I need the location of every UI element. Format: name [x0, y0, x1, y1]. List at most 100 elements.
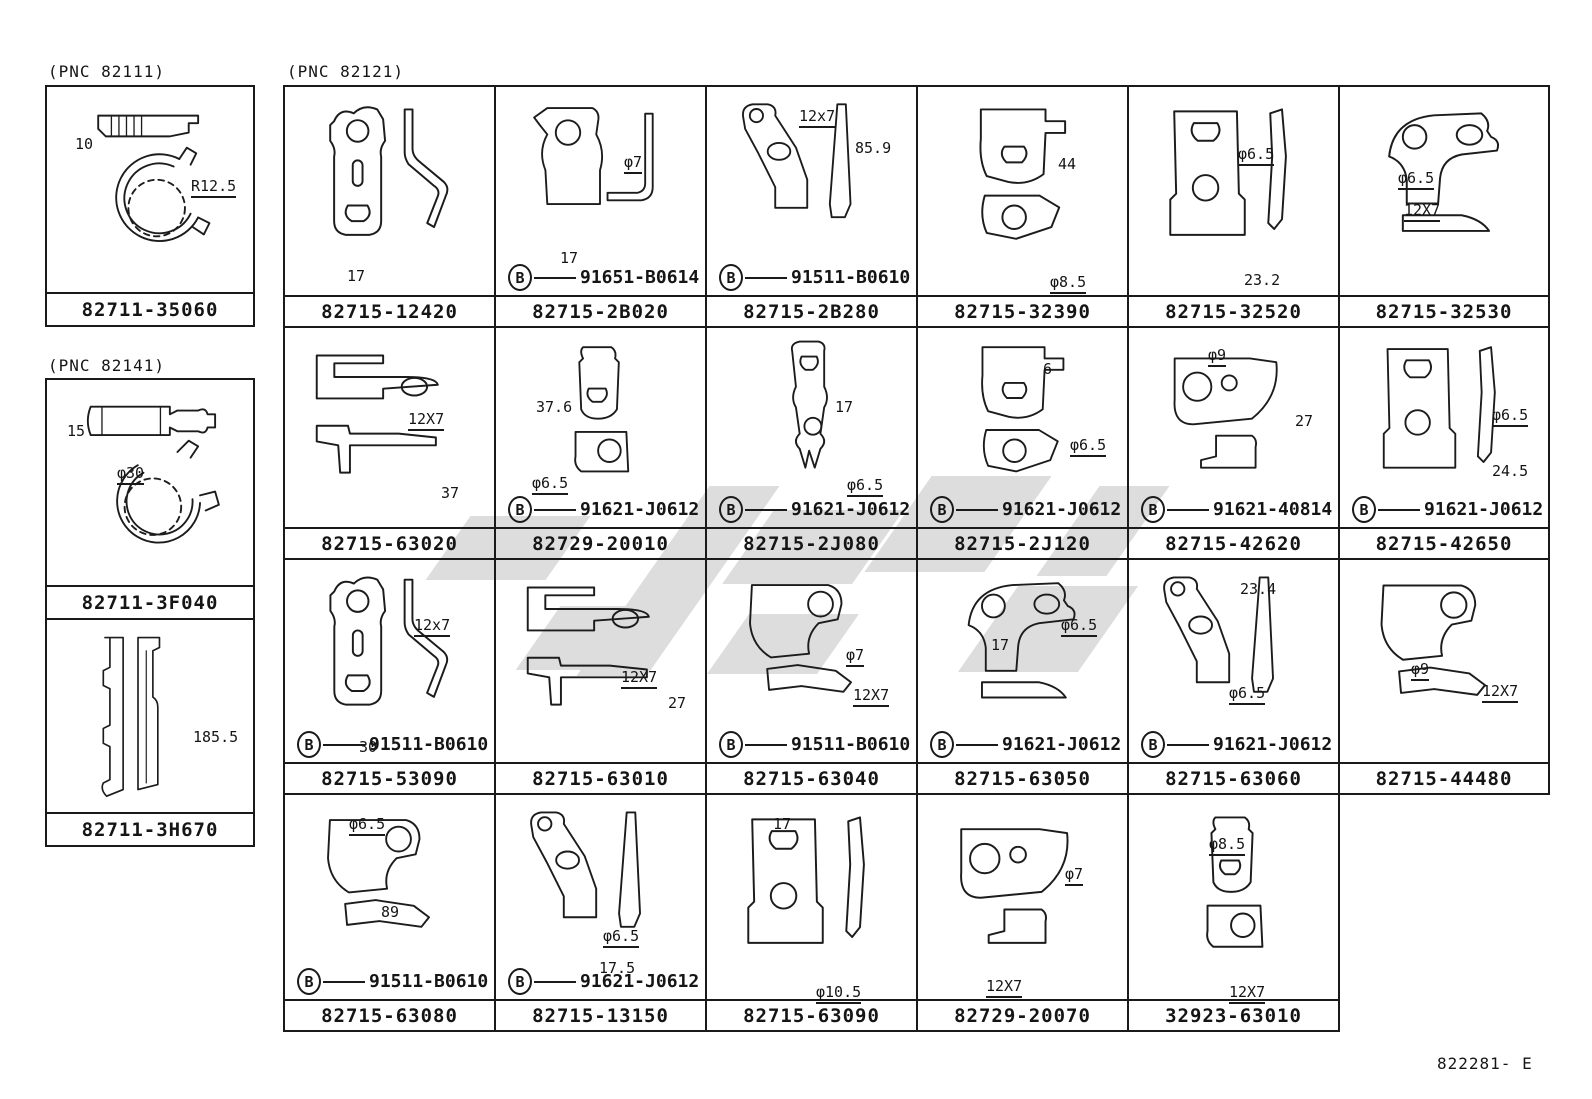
dimension-label: 27: [668, 694, 687, 712]
dimension-label: φ10.5: [816, 983, 862, 1004]
bracket-drawing: [924, 566, 1120, 728]
dimension-label: φ6.5: [1229, 684, 1266, 705]
bracket-drawing: [53, 626, 223, 816]
dimension-label: 17: [835, 398, 854, 416]
dimension-label: φ6.5: [1061, 616, 1098, 637]
b-callout-icon: B: [930, 496, 954, 523]
callout-part-number: 91621-40814: [1213, 499, 1333, 520]
dimension-label: φ6.5: [603, 927, 640, 948]
callout-part-number: 91511-B0610: [369, 734, 489, 755]
bracket-drawing: [1346, 566, 1542, 732]
callout-part-number: 91651-B0614: [580, 267, 700, 288]
b-callout-icon: B: [719, 731, 743, 758]
b-callout-icon: B: [297, 731, 321, 758]
bracket-drawing: [291, 334, 487, 500]
dimension-label: R12.5: [191, 177, 237, 198]
callout-line: [1167, 743, 1209, 746]
dimension-label: 89: [381, 903, 400, 921]
clamp-drawing: [53, 386, 249, 584]
callout-part-number: 91621-J0612: [580, 499, 700, 520]
dimension-label: 17: [991, 636, 1010, 654]
b-callout-icon: B: [508, 968, 532, 995]
dimension-label: 15: [67, 422, 86, 440]
dimension-label: 185.5: [193, 728, 239, 746]
callout: B 91621-J0612: [508, 968, 699, 995]
dimension-label: 6: [1043, 360, 1053, 378]
dimension-label: φ6.5: [1238, 145, 1275, 166]
dimension-label: 12x7: [414, 616, 451, 637]
part-cell-19: φ6.5 17.5 B 91621-J0612 82715-13150: [494, 793, 707, 1032]
b-callout-icon: B: [297, 968, 321, 995]
part-number: 82715-63040: [743, 767, 880, 790]
part-number: 82715-2J120: [954, 532, 1091, 555]
b-callout-icon: B: [508, 496, 532, 523]
bracket-drawing: [924, 801, 1120, 973]
callout: B 91511-B0610: [297, 731, 488, 758]
callout-line: [745, 743, 787, 746]
part-number: 82715-63020: [321, 532, 458, 555]
b-callout-icon: B: [508, 264, 532, 291]
pnc-label-82141: (PNC 82141): [48, 356, 165, 375]
dimension-label: φ7: [1065, 865, 1084, 886]
bracket-drawing: [713, 801, 909, 973]
dimension-label: 12X7: [1229, 983, 1266, 1004]
callout: B 91621-J0612: [930, 496, 1121, 523]
callout-line: [1378, 508, 1420, 511]
callout-line: [745, 276, 787, 279]
dimension-label: 17: [773, 815, 792, 833]
callout: B 91621-40814: [1141, 496, 1332, 523]
dimension-label: 12X7: [621, 668, 658, 689]
part-cell-13: 12X7 27 82715-63010: [494, 558, 707, 795]
dimension-label: 10: [75, 135, 94, 153]
part-cell-0: 17 82715-12420: [283, 85, 496, 328]
bracket-drawing: [502, 801, 698, 963]
callout-line: [534, 980, 576, 983]
dimension-label: φ7: [624, 153, 643, 174]
bracket-drawing: [502, 93, 698, 253]
part-number: 82715-32390: [954, 300, 1091, 323]
pnc-label-82121: (PNC 82121): [287, 62, 404, 81]
part-number: 82715-13150: [532, 1004, 669, 1027]
b-callout-icon: B: [719, 496, 743, 523]
part-number: 82715-44480: [1375, 767, 1513, 790]
part-number: 82715-32520: [1165, 300, 1302, 323]
dimension-label: 17: [347, 267, 366, 285]
part-cell-3: 44 φ8.5 82715-32390: [916, 85, 1129, 328]
dimension-label: φ6.5: [349, 815, 386, 836]
callout-line: [323, 980, 365, 983]
b-callout-icon: B: [930, 731, 954, 758]
dimension-label: φ6.5: [1070, 436, 1107, 457]
dimension-label: 17.5: [599, 959, 636, 977]
dimension-label: φ9: [1411, 660, 1430, 681]
callout: B 91621-J0612: [508, 496, 699, 523]
part-cell-17: φ9 12X7 82715-44480: [1338, 558, 1550, 795]
part-box-82711-3F040: 15 φ30 82711-3F040: [45, 378, 255, 620]
dimension-label: φ6.5: [1492, 406, 1529, 427]
part-cell-4: φ6.5 23.2 82715-32520: [1127, 85, 1340, 328]
dimension-label: φ8.5: [1209, 835, 1246, 856]
dimension-label: 23.2: [1244, 271, 1281, 289]
bracket-drawing: [1135, 801, 1331, 973]
part-number: 82711-3F040: [81, 591, 219, 614]
b-callout-icon: B: [1141, 496, 1165, 523]
bracket-drawing: [713, 334, 909, 494]
dimension-label: 24.5: [1492, 462, 1529, 480]
callout-part-number: 91621-J0612: [580, 971, 700, 992]
dimension-label: 85.9: [855, 139, 892, 157]
callout-part-number: 91621-J0612: [791, 499, 911, 520]
dimension-label: φ6.5: [532, 474, 569, 495]
callout-part-number: 91621-J0612: [1002, 499, 1122, 520]
dimension-label: 17: [560, 249, 579, 267]
